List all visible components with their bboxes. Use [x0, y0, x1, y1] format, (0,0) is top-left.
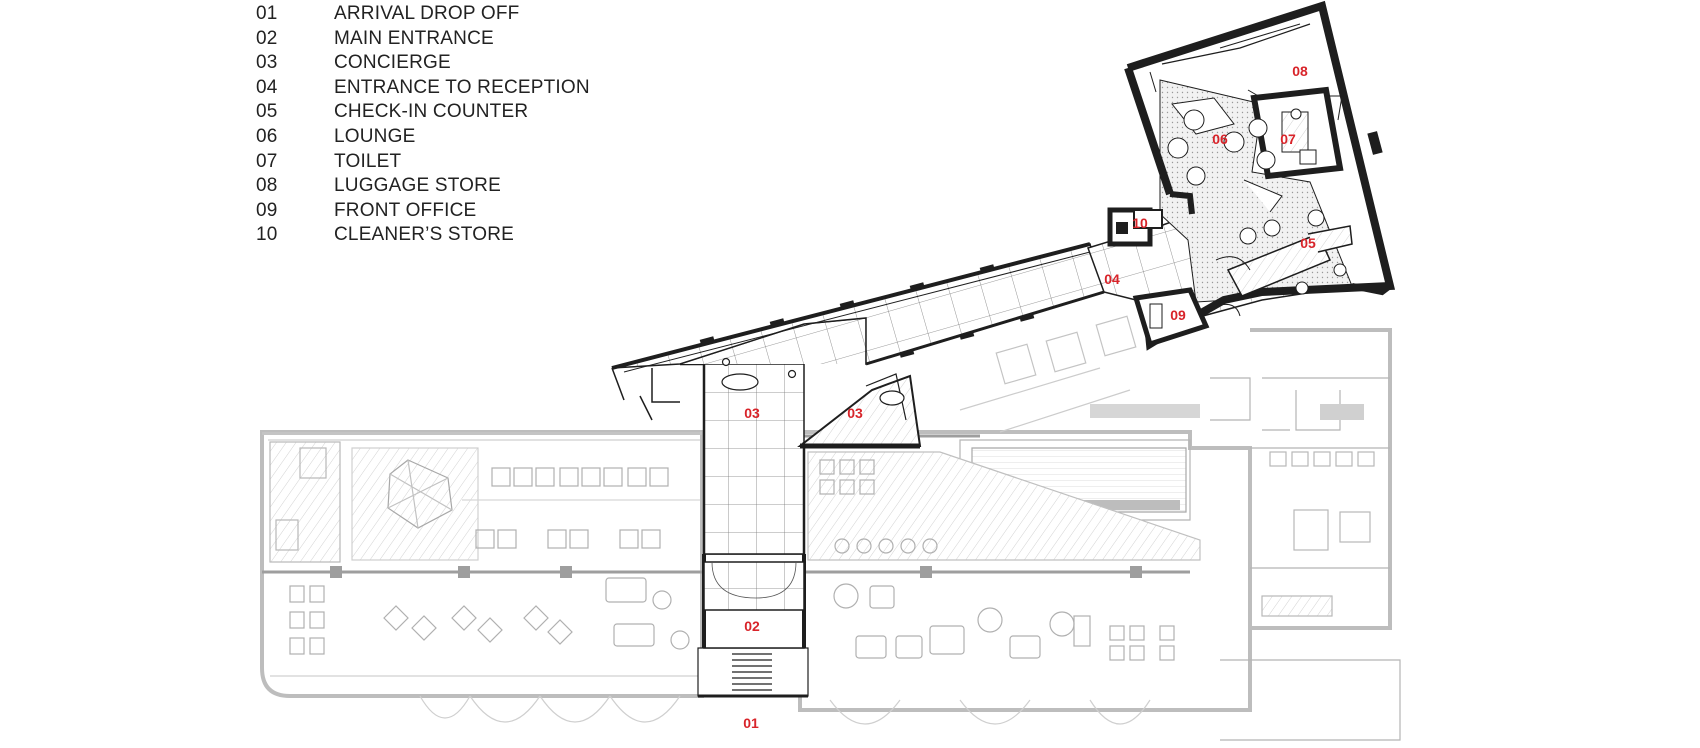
legend-number: 02 [256, 27, 278, 49]
room-label-arrival: 01 [743, 715, 759, 731]
room-label-front-office: 09 [1170, 307, 1186, 323]
legend-text: MAIN ENTRANCE [334, 27, 494, 49]
legend-item: 06 LOUNGE [256, 125, 676, 150]
room-legend: 01 ARRIVAL DROP OFF 02 MAIN ENTRANCE 03 CON… [256, 2, 676, 248]
legend-text: LUGGAGE STORE [334, 175, 501, 197]
legend-text: TOILET [334, 150, 402, 172]
legend-number: 10 [256, 224, 278, 246]
legend-number: 04 [256, 76, 278, 98]
room-label-concierge-desk: 03 [847, 405, 863, 421]
room-label-concierge: 03 [744, 405, 760, 421]
corridor-wall-pilasters [699, 264, 1035, 358]
legend-item: 01 ARRIVAL DROP OFF [256, 2, 676, 27]
legend-item: 05 CHECK-IN COUNTER [256, 100, 676, 125]
legend-item: 10 CLEANER’S STORE [256, 223, 676, 248]
room-label-luggage-store: 08 [1292, 63, 1308, 79]
legend-item: 04 ENTRANCE TO RECEPTION [256, 76, 676, 101]
legend-number: 03 [256, 52, 278, 74]
room-labels: 01 02 03 03 04 05 06 07 08 09 10 [743, 63, 1316, 731]
legend-text: CHECK-IN COUNTER [334, 101, 529, 123]
legend-item: 08 LUGGAGE STORE [256, 174, 676, 199]
legend-text: FRONT OFFICE [334, 199, 477, 221]
legend-number: 08 [256, 175, 278, 197]
legend-text: CONCIERGE [334, 52, 451, 74]
room-label-toilet: 07 [1280, 131, 1296, 147]
legend-number: 05 [256, 101, 278, 123]
dining-tables-upper [475, 467, 669, 549]
legend-number: 09 [256, 199, 278, 221]
legend-number: 07 [256, 150, 278, 172]
room-label-cleaners-store: 10 [1132, 215, 1148, 231]
legend-number: 01 [256, 3, 278, 24]
lounge-furniture-lower [833, 583, 1175, 661]
legend-text: LOUNGE [334, 125, 416, 147]
dining-tables-lower [289, 577, 690, 655]
legend-text: ARRIVAL DROP OFF [334, 3, 520, 24]
room-label-lounge: 06 [1212, 131, 1228, 147]
bar-stools [819, 459, 938, 554]
legend-item: 03 CONCIERGE [256, 51, 676, 76]
lounge-furniture [1167, 97, 1283, 213]
legend-number: 06 [256, 125, 278, 147]
room-label-entrance-to-reception: 04 [1104, 271, 1120, 287]
legend-item: 02 MAIN ENTRANCE [256, 27, 676, 52]
context-building [260, 315, 1401, 741]
checkin-chairs [1239, 209, 1347, 295]
room-label-main-entrance: 02 [744, 618, 760, 634]
legend-text: CLEANER’S STORE [334, 224, 515, 246]
room-label-check-in: 05 [1300, 235, 1316, 251]
entrance-steps [732, 653, 772, 691]
main-entrance-zone [611, 242, 1105, 698]
legend-item: 09 FRONT OFFICE [256, 199, 676, 224]
legend-item: 07 TOILET [256, 150, 676, 175]
reception-pod [1087, 0, 1396, 351]
legend-text: ENTRANCE TO RECEPTION [334, 76, 590, 98]
